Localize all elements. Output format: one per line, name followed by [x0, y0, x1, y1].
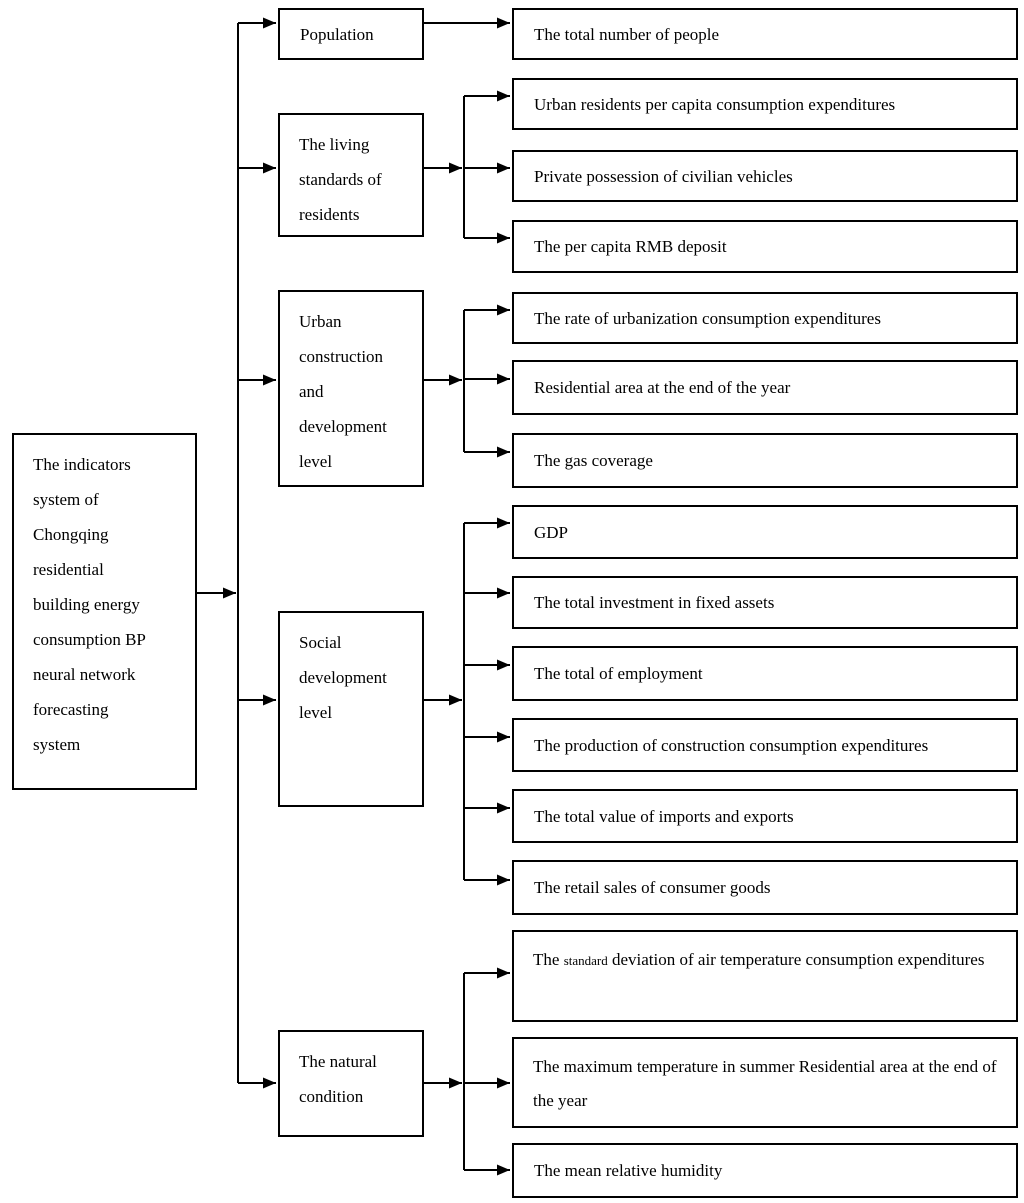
leaf-box-residential-area-year-end: Residential area at the end of the year [512, 360, 1018, 415]
leaf-text-small-word: standard [563, 953, 608, 968]
category-box-population: Population [278, 8, 424, 60]
leaf-text-prefix: The [533, 950, 564, 969]
leaf-text-rest: deviation of air temperature consumption… [607, 950, 985, 969]
leaf-box-mean-relative-humidity: The mean relative humidity [512, 1143, 1018, 1198]
leaf-box-gdp: GDP [512, 505, 1018, 559]
category-box-social-development: Social development level [278, 611, 424, 807]
leaf-box-fixed-assets-investment: The total investment in fixed assets [512, 576, 1018, 629]
leaf-box-gas-coverage: The gas coverage [512, 433, 1018, 488]
leaf-box-maximum-summer-temperature: The maximum temperature in summer Reside… [512, 1037, 1018, 1128]
leaf-box-standard-deviation-air-temperature: The standard deviation of air temperatur… [512, 930, 1018, 1022]
category-box-natural-condition: The natural condition [278, 1030, 424, 1137]
leaf-box-construction-production: The production of construction consumpti… [512, 718, 1018, 772]
leaf-box-urban-residents-consumption: Urban residents per capita consumption e… [512, 78, 1018, 130]
leaf-box-private-vehicles: Private possession of civilian vehicles [512, 150, 1018, 202]
leaf-box-per-capita-rmb-deposit: The per capita RMB deposit [512, 220, 1018, 273]
category-box-living-standards: The living standards of residents [278, 113, 424, 237]
leaf-box-rate-of-urbanization: The rate of urbanization consumption exp… [512, 292, 1018, 344]
leaf-box-total-employment: The total of employment [512, 646, 1018, 701]
category-box-urban-construction: Urban construction and development level [278, 290, 424, 487]
leaf-box-total-number-of-people: The total number of people [512, 8, 1018, 60]
leaf-box-imports-exports: The total value of imports and exports [512, 789, 1018, 843]
root-box: The indicators system of Chongqing resid… [12, 433, 197, 790]
leaf-box-retail-sales: The retail sales of consumer goods [512, 860, 1018, 915]
